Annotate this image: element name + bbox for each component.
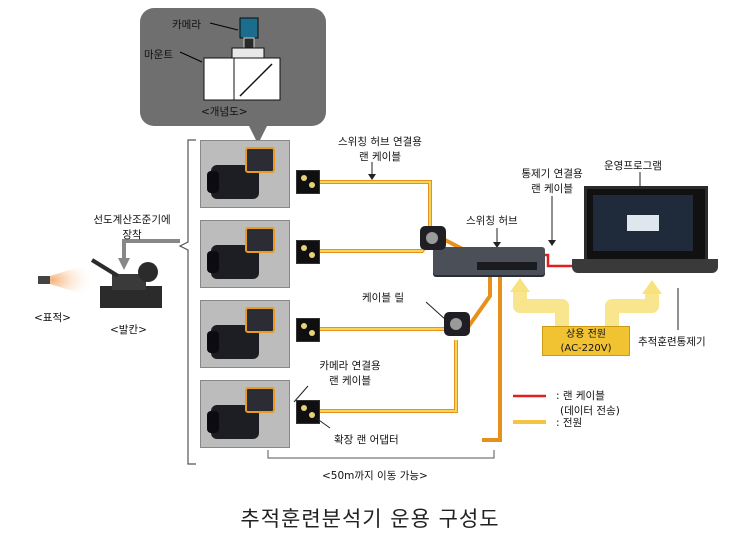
figure-caption: 추적훈련분석기 운용 구성도 <box>240 507 500 531</box>
camera-unit-4 <box>200 380 290 448</box>
camera-unit-3 <box>200 300 290 368</box>
extension-adapter-label: 확장 랜 어댑터 <box>334 434 399 446</box>
cable-reel-lower <box>444 312 470 336</box>
legend-lan-label: : 랜 케이블(데이터 전송) <box>556 390 620 417</box>
laptop-screen <box>584 186 708 265</box>
concept-caption: <개념도> <box>201 106 248 118</box>
power-label-line1: 상용 전원 <box>566 329 606 340</box>
camera-unit-2 <box>200 220 290 288</box>
launcher-icon <box>90 258 162 308</box>
lan-adapter-3 <box>296 318 320 342</box>
lan-adapter-1 <box>296 170 320 194</box>
operating-program-label: 운영프로그램 <box>604 160 662 172</box>
target-label: <표적> <box>34 312 71 324</box>
concept-drawing <box>179 17 281 101</box>
lan-adapter-2 <box>296 240 320 264</box>
cable-reel-upper <box>420 226 446 250</box>
camera-bracket <box>178 139 196 465</box>
legend-power-label: : 전원 <box>556 417 583 429</box>
launcher-label: <발칸> <box>110 324 147 336</box>
power-label-line2: (AC-220V) <box>560 343 612 354</box>
switching-hub-label: 스위칭 허브 <box>466 215 518 227</box>
controller-label: 추적훈련통제기 <box>638 336 706 348</box>
camera-unit-1 <box>200 140 290 208</box>
switching-hub <box>433 247 545 275</box>
cable-reel-label: 케이블 릴 <box>362 292 404 304</box>
mount-label: 마운트 <box>144 49 173 61</box>
range-label: <50m까지 이동 가능> <box>322 470 428 482</box>
lan-adapter-4 <box>296 400 320 424</box>
camera-label: 카메라 <box>172 19 201 31</box>
target-icon <box>36 264 90 296</box>
power-source-box: 상용 전원 (AC-220V) <box>542 326 630 356</box>
laptop-base <box>572 259 718 273</box>
